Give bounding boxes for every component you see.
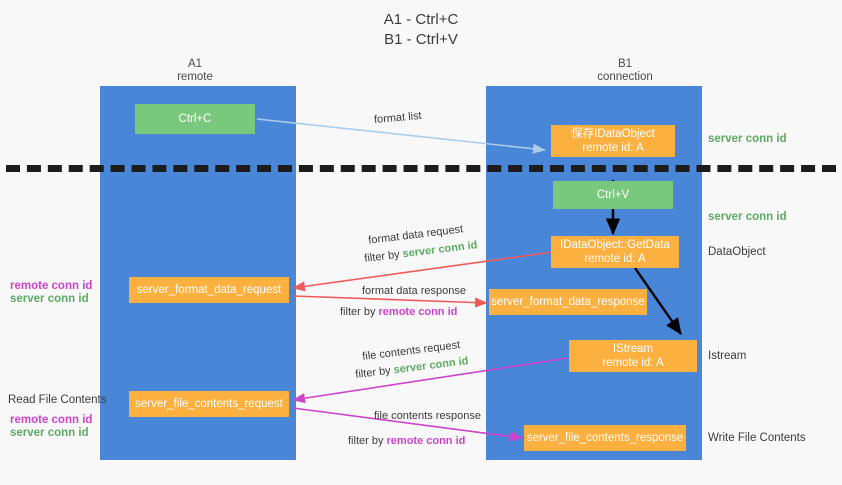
column-header-b1: B1 connection (530, 58, 720, 84)
diagram-title: A1 - Ctrl+C B1 - Ctrl+V (0, 10, 842, 50)
node-server-file-contents-response-label: server_file_contents_response (526, 432, 684, 444)
node-server-file-contents-response[interactable]: server_file_contents_response (524, 425, 686, 451)
label-server-conn-id-mid: server conn id (708, 211, 787, 223)
column-a1-sub: remote (177, 71, 213, 83)
filter-prefix: filter by (354, 364, 395, 381)
edge-label-file-contents-response: file contents response (374, 410, 482, 422)
node-server-file-contents-request[interactable]: server_file_contents_request (129, 391, 289, 417)
node-ctrl-c[interactable]: Ctrl+C (135, 104, 255, 134)
filter-value-remote-conn-id: remote conn id (386, 435, 466, 447)
label-server-conn-id-top: server conn id (708, 133, 787, 145)
node-ctrl-c-label: Ctrl+C (178, 113, 212, 125)
column-header-a1: A1 remote (100, 58, 290, 84)
node-save-idataobject-line1: 保存IDataObject (571, 128, 655, 140)
edge-label-format-data-response: format data response (362, 285, 466, 297)
label-write-file-contents: Write File Contents (708, 432, 806, 444)
node-getdata-line2: remote id: A (584, 253, 646, 265)
node-server-file-contents-request-label: server_file_contents_request (135, 398, 283, 410)
edge-label-file-contents-response-filter: filter by remote conn id (348, 434, 465, 448)
node-server-format-data-response[interactable]: server_format_data_response (489, 289, 647, 315)
filter-prefix: filter by (348, 435, 387, 447)
node-save-idataobject[interactable]: 保存IDataObject remote id: A (551, 125, 675, 157)
column-a1-name: A1 (187, 58, 203, 70)
title-line-2: B1 - Ctrl+V (384, 31, 458, 48)
filter-value-remote-conn-id: remote conn id (378, 306, 458, 318)
filter-prefix: filter by (340, 306, 379, 318)
label-remote-conn-id-2: remote conn id (10, 414, 93, 426)
node-istream[interactable]: IStream remote id: A (569, 340, 697, 372)
label-read-file-contents: Read File Contents (8, 394, 107, 406)
edge-label-format-data-response-filter: filter by remote conn id (340, 305, 457, 319)
node-server-format-data-response-label: server_format_data_response (491, 296, 645, 308)
edge-label-format-list: format list (373, 109, 423, 127)
node-ctrl-v[interactable]: Ctrl+V (553, 181, 673, 209)
node-server-format-data-request[interactable]: server_format_data_request (129, 277, 289, 303)
node-idataobject-getdata[interactable]: IDataObject::GetData remote id: A (551, 236, 679, 268)
title-line-1: A1 - Ctrl+C (383, 11, 459, 28)
label-remote-conn-id-1: remote conn id (10, 280, 93, 292)
node-istream-line2: remote id: A (602, 357, 664, 369)
filter-prefix: filter by (363, 248, 404, 265)
column-b1-sub: connection (597, 71, 653, 83)
label-dataobject: DataObject (708, 246, 766, 258)
node-save-idataobject-line2: remote id: A (582, 142, 644, 154)
node-server-format-data-request-label: server_format_data_request (136, 284, 282, 296)
node-ctrl-v-label: Ctrl+V (596, 189, 630, 201)
label-istream: Istream (708, 350, 747, 362)
label-server-conn-id-2: server conn id (10, 427, 89, 439)
node-istream-line1: IStream (612, 343, 654, 355)
node-getdata-line1: IDataObject::GetData (560, 239, 670, 251)
column-b1-name: B1 (617, 58, 633, 70)
phase-divider (6, 165, 836, 172)
label-server-conn-id-1: server conn id (10, 293, 89, 305)
